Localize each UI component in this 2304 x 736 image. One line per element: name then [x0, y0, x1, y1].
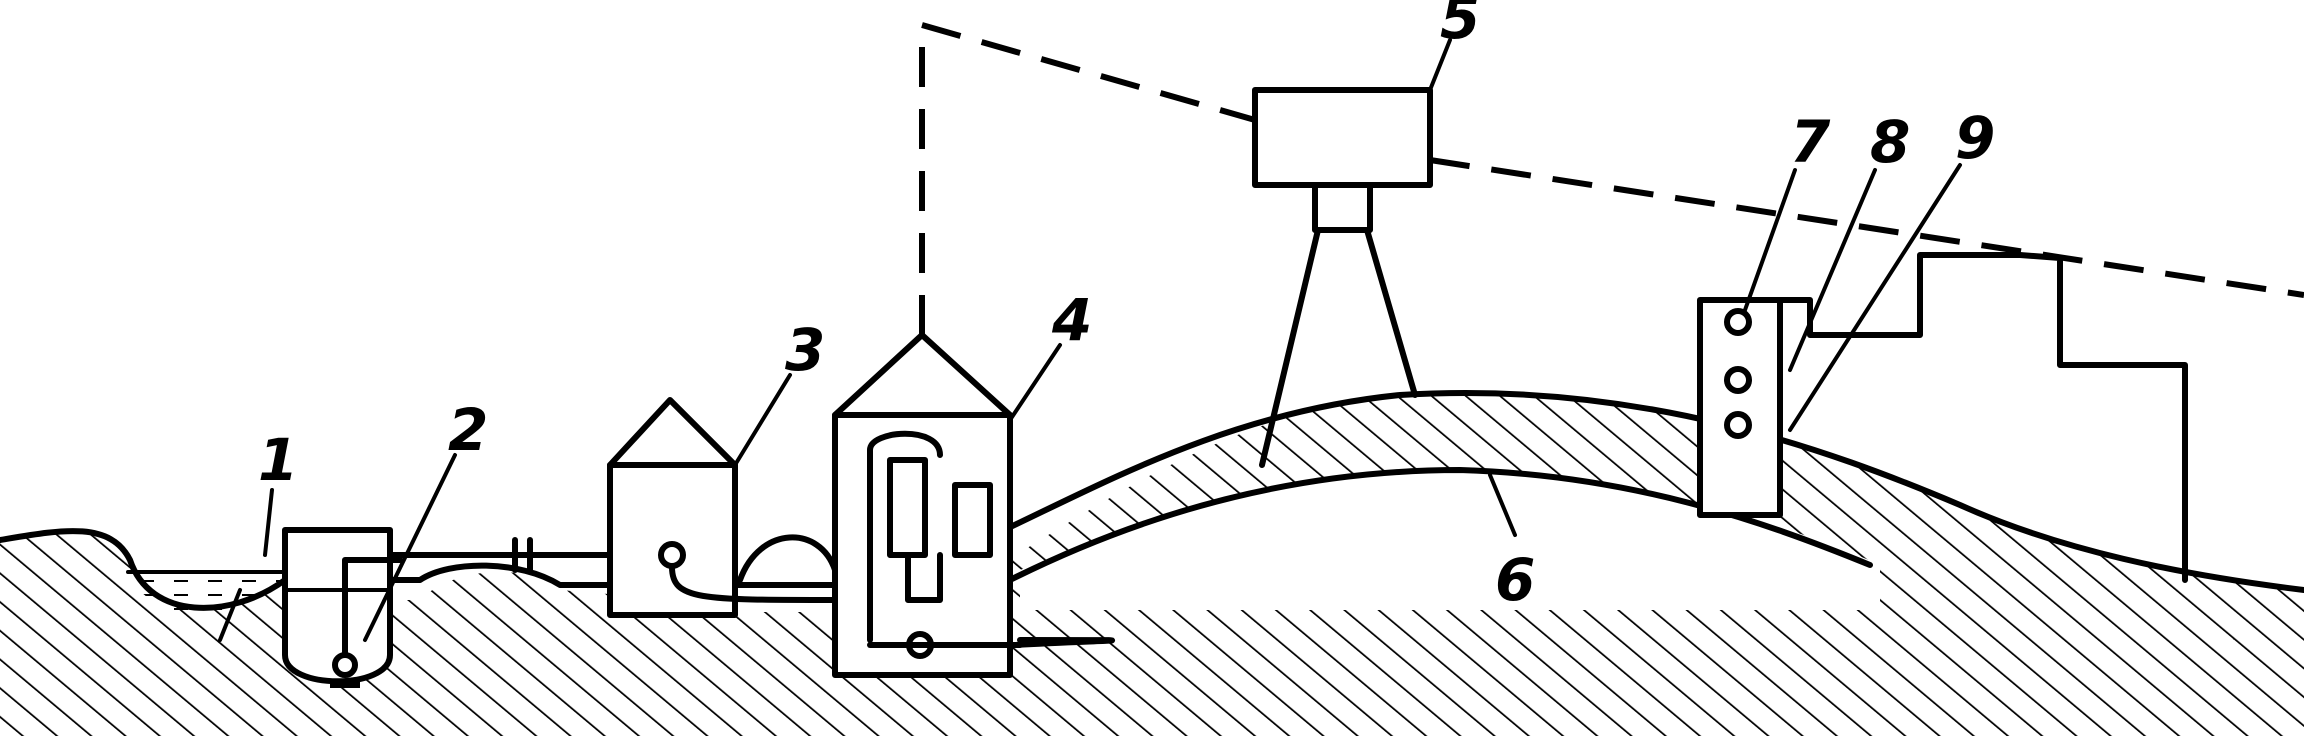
leader-7 [1743, 168, 1797, 312]
leader-2 [363, 453, 457, 642]
label-3: 3 [785, 316, 825, 384]
label-2: 2 [448, 396, 488, 464]
equipment-block-b [952, 482, 993, 558]
label-7: 7 [1790, 108, 1831, 176]
leader-6 [1488, 473, 1517, 537]
label-6: 6 [1495, 546, 1535, 614]
pipe-upper [1012, 637, 1116, 648]
leader-9 [1788, 163, 1962, 432]
label-8: 8 [1870, 108, 1910, 176]
elevated-tank [1252, 87, 1433, 188]
label-9: 9 [1955, 104, 1995, 172]
label-4: 4 [1051, 286, 1092, 354]
pump-icon [332, 652, 358, 678]
main-pipe [1007, 467, 1873, 583]
pump-station [607, 462, 738, 618]
leader-1 [263, 488, 274, 557]
leader-3 [733, 373, 792, 467]
signal-line [919, 21, 1256, 335]
label-5: 5 [1440, 0, 1480, 52]
leader-5 [1428, 38, 1452, 92]
water-body [128, 572, 283, 613]
pump-icon-3 [658, 541, 686, 569]
equipment-block-a [887, 457, 928, 558]
label-1: 1 [258, 426, 298, 494]
leader-4 [1008, 343, 1062, 422]
leader-8 [1788, 168, 1877, 372]
